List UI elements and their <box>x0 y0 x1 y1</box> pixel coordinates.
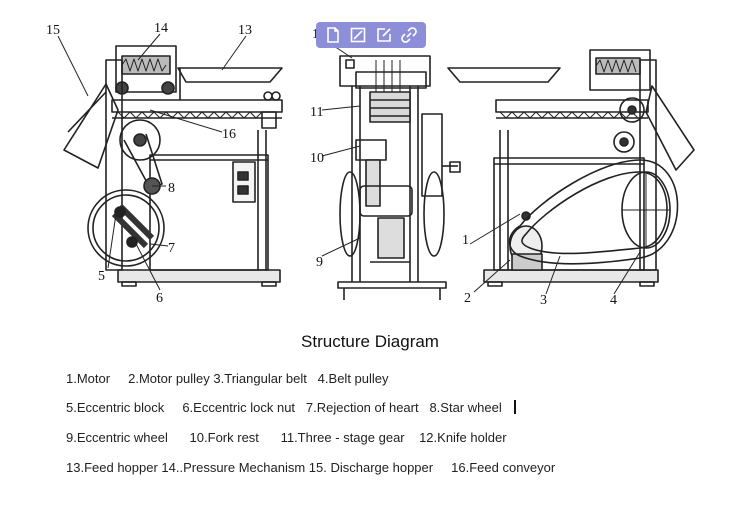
legend-row-4: 13.Feed hopper 14..Pressure Mechanism 15… <box>66 460 556 475</box>
text-cursor <box>513 400 516 414</box>
callout-10: 10 <box>310 151 324 166</box>
edit-icon[interactable] <box>374 25 394 45</box>
callout-8: 8 <box>168 181 175 196</box>
file-icon[interactable] <box>323 25 343 45</box>
structure-drawing: 15 14 13 16 8 7 5 6 12 11 10 9 1 2 3 4 <box>46 21 695 308</box>
legend-row-2-text: 5.Eccentric block 6.Eccentric lock nut 7… <box>66 400 502 415</box>
callout-labels: 15 14 13 16 8 7 5 6 12 11 10 9 1 2 3 4 <box>46 21 617 308</box>
callout-4: 4 <box>610 293 617 308</box>
callout-1: 1 <box>462 233 469 248</box>
diagram-title: Structure Diagram <box>301 332 439 351</box>
link-icon[interactable] <box>399 25 419 45</box>
legend-row-1: 1.Motor 2.Motor pulley 3.Triangular belt… <box>66 371 389 386</box>
image-edit-icon[interactable] <box>348 25 368 45</box>
callout-14: 14 <box>154 21 168 36</box>
callout-2: 2 <box>464 291 471 306</box>
legend-row-2: 5.Eccentric block 6.Eccentric lock nut 7… <box>66 400 516 415</box>
callout-16: 16 <box>222 127 236 142</box>
callout-15: 15 <box>46 23 60 38</box>
callout-3: 3 <box>540 293 547 308</box>
callout-6: 6 <box>156 291 163 306</box>
center-view <box>337 55 461 300</box>
callout-13: 13 <box>238 23 252 38</box>
callout-7: 7 <box>168 241 175 256</box>
image-toolbar <box>316 22 426 48</box>
legend-row-3: 9.Eccentric wheel 10.Fork rest 11.Three … <box>66 430 507 445</box>
callout-9: 9 <box>316 255 323 270</box>
left-view <box>63 45 283 287</box>
right-view <box>447 49 695 287</box>
leader-lines <box>57 33 641 295</box>
callout-11: 11 <box>310 105 323 120</box>
callout-5: 5 <box>98 269 105 284</box>
